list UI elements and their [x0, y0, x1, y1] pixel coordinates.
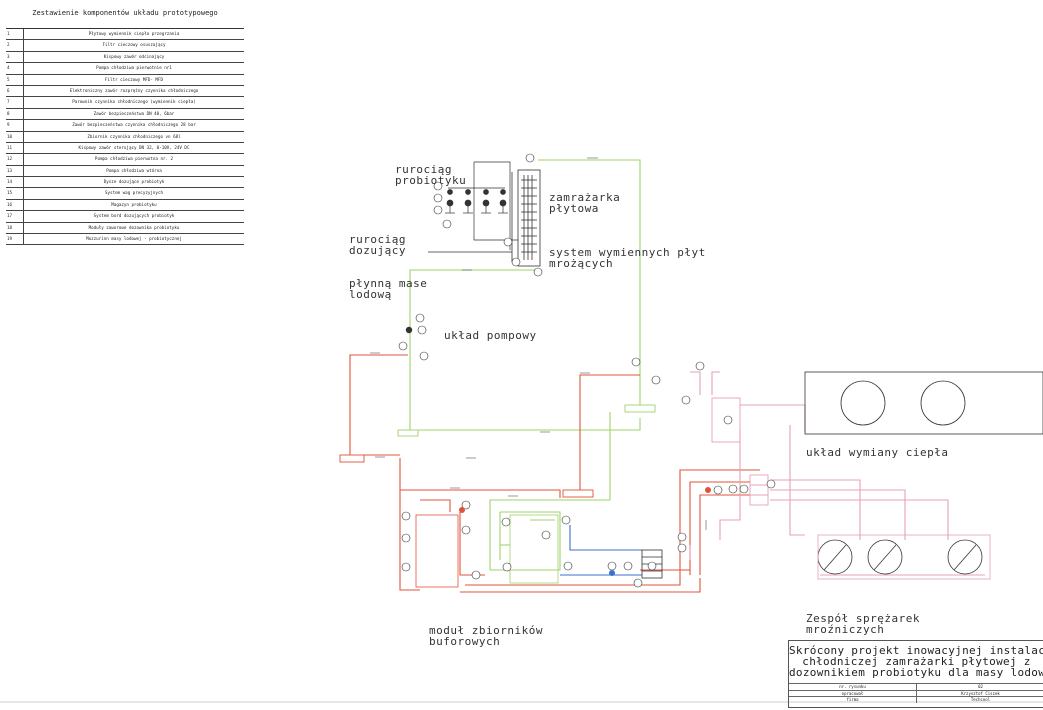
legend-row: 17 System bord dozujących probiotyk [6, 211, 244, 223]
legend-row-number: 6 [6, 85, 24, 97]
legend-row: 11 Kispowy zawór sterujący DN 32, 0-10V, … [6, 142, 244, 155]
legend-row-description: Filtr cieczowy MFD- MFD [105, 76, 163, 82]
legend-row-number: 1 [6, 29, 24, 40]
freezer-body [517, 169, 541, 267]
legend-row-number: 9 [6, 120, 24, 131]
legend-row-description: Zawór bezpieczeństwa czynnika chłodnicze… [72, 122, 196, 128]
legend-row: 19 Mozzurinn masy lodowej - probiotycznej [6, 234, 244, 246]
legend-row: 2 Filtr cieczowy osuszający [6, 40, 244, 52]
title-block-cell: Krzysztof Ciszek [961, 690, 1000, 696]
legend-row-number: 18 [6, 222, 24, 234]
legend-row-number: 14 [6, 177, 24, 188]
legend-row: 16 Magazyn probiotyku [6, 199, 244, 212]
glycol-loop [400, 159, 641, 571]
legend-row: 4 Pompa chłodziwa pierwotnie nr1 [6, 63, 244, 75]
legend-row-description: Płytowy wymiennik ciepła przegrzania [88, 31, 180, 36]
legend-row: 5 Filtr cieczowy MFD- MFD [6, 74, 244, 86]
title-block-row: opracował Krzysztof Ciszek [789, 689, 1043, 697]
legend-row-number: 17 [6, 211, 24, 222]
legend-row-description: System wag precyzyjnych [105, 190, 163, 196]
title-block-cell: nr. rysunku [789, 684, 917, 690]
legend-row-description: Moduły zaworowe dozownika probiotyku [88, 224, 180, 230]
title-block-cell: opracował [789, 690, 917, 697]
legend-row: 12 Pompa chłodziwa pierwotna nr. 2 [6, 154, 244, 166]
legend-row-description: Pompa chłodziwa pierwotnie nr1 [96, 65, 172, 71]
probiotic-dosing-rack [428, 161, 518, 253]
legend-row: 13 Pompa chłodziwa wtórna [6, 165, 244, 178]
legend-row-description: Pompa chłodziwa pierwotna nr. 2 [94, 156, 174, 162]
legend-row-description: Dysze dozujące probiotyk [103, 179, 165, 185]
condenser-unit [804, 371, 1043, 435]
buffer-tank-red [415, 514, 459, 588]
legend-row: 1 Płytowy wymiennik ciepła przegrzania [6, 29, 244, 41]
title-block: Skrócony projekt inowacyjnej instalac ch… [788, 640, 1043, 708]
legend-row-description: System bord dozujących probiotyk [93, 213, 175, 219]
legend-row-number: 11 [6, 142, 24, 154]
legend-row-number: 13 [6, 165, 24, 177]
drawing-title: Skrócony projekt inowacyjnej instalac ch… [789, 644, 1043, 679]
buffer-tank-green [509, 514, 559, 584]
legend-row-description: Kispowy zawór odcinający [103, 53, 165, 59]
buffer-tanks [415, 514, 663, 588]
legend-row-number: 16 [6, 199, 24, 211]
legend-row: 3 Kispowy zawór odcinający [6, 51, 244, 64]
title-block-cell: firma [789, 697, 917, 703]
legend-title: Zestawienie komponentów układu prototypo… [6, 4, 244, 29]
component-markers [398, 153, 776, 588]
plate-freezer [511, 169, 541, 267]
legend-row: 15 System wag precyzyjnych [6, 188, 244, 200]
legend-row-description: Elektroniczny zawór rozprężny czynnika c… [69, 87, 199, 93]
legend-row-number: 12 [6, 154, 24, 165]
title-block-row: nr. rysunku 02 [789, 683, 1043, 690]
legend-row-description: Magazyn probiotyku [111, 201, 157, 207]
title-block-cell: 02 [978, 684, 983, 689]
legend-row: 8 Zawór bezpieczeństwa DN 40, 6bar [6, 108, 244, 121]
legend-row-description: Parownik czynnika chłodniczego (wymienni… [72, 99, 196, 105]
title-block-cell: Techcool [970, 697, 991, 703]
legend-row: 18 Moduły zaworowe dozownika probiotyku [6, 222, 244, 235]
legend-row-description: Pompa chłodziwa wtórna [106, 167, 162, 173]
legend-row-number: 4 [6, 63, 24, 74]
flat-exchangers [339, 404, 656, 498]
legend-row-number: 15 [6, 188, 24, 199]
refrigerant-receiver [711, 397, 769, 506]
legend-row: 10 Zbiornik czynnika chłodniczego vn 68l [6, 131, 244, 143]
legend-row-description: Zbiornik czynnika chłodniczego vn 68l [87, 133, 181, 139]
legend-row-number: 7 [6, 97, 24, 108]
legend-row-number: 3 [6, 51, 24, 63]
legend-row-number: 19 [6, 234, 24, 245]
title-block-row: firma Techcool [789, 696, 1043, 703]
legend-row: 7 Parownik czynnika chłodniczego (wymienn… [6, 97, 244, 109]
legend-row-description: Filtr cieczowy osuszający [102, 42, 166, 48]
legend-row-description: Mozzurinn masy lodowej - probiotycznej [86, 236, 182, 242]
secondary-loop [560, 525, 642, 576]
components-legend: Zestawienie komponentów układu prototypo… [6, 4, 244, 246]
compressor-set [817, 534, 991, 580]
pump-symbols [405, 326, 711, 576]
legend-row-number: 5 [6, 74, 24, 85]
pipe-tags [370, 157, 707, 530]
legend-row: 9 Zawór bezpieczeństwa czynnika chłodnicz… [6, 120, 244, 132]
label-pump-system: układ pompowy [444, 329, 537, 342]
label-heat-exchange: układ wymiany ciepła [806, 446, 949, 459]
legend-row-number: 2 [6, 40, 24, 51]
legend-row-number: 10 [6, 131, 24, 142]
legend-row: 6 Elektroniczny zawór rozprężny czynnika … [6, 85, 244, 98]
refrigerant-loop [349, 354, 760, 593]
legend-row-number: 8 [6, 108, 24, 120]
legend-row-description: Zawór bezpieczeństwa DN 40, 6bar [93, 110, 175, 116]
legend-row-description: Kispowy zawór sterujący DN 32, 0-10V, 24… [78, 144, 190, 150]
high-pressure-lines [689, 371, 985, 576]
legend-row: 14 Dysze dozujące probiotyk [6, 177, 244, 189]
